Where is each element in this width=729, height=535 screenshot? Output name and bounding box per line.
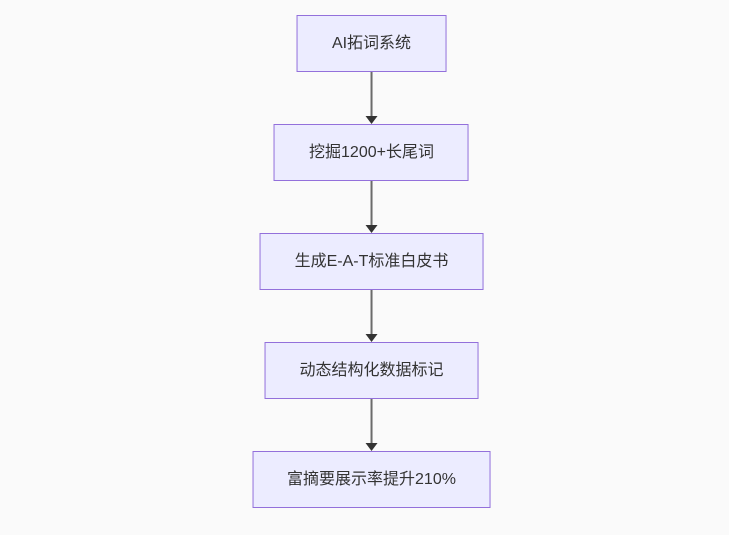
edge-line: [370, 72, 373, 117]
flow-node-step-5: 富摘要展示率提升210%: [252, 451, 491, 508]
flow-node-label: 动态结构化数据标记: [299, 361, 444, 379]
flow-edge-1-2: [365, 72, 378, 124]
flow-edge-2-3: [365, 181, 378, 233]
flow-node-label: 生成E-A-T标准白皮书: [294, 252, 449, 270]
flow-edge-4-5: [365, 399, 378, 451]
flow-node-step-3: 生成E-A-T标准白皮书: [259, 233, 484, 290]
flow-node-step-2: 挖掘1200+长尾词: [274, 124, 469, 181]
arrowhead-down-icon: [365, 225, 378, 233]
flowchart-column: AI拓词系统 挖掘1200+长尾词 生成E-A-T标准白皮书 动态结构化数据标记: [252, 15, 491, 508]
edge-line: [370, 181, 373, 226]
arrowhead-down-icon: [365, 116, 378, 124]
arrowhead-down-icon: [365, 443, 378, 451]
flow-node-label: 挖掘1200+长尾词: [309, 143, 434, 161]
edge-line: [370, 290, 373, 335]
flow-node-label: AI拓词系统: [331, 34, 412, 52]
edge-line: [370, 399, 373, 444]
flow-node-step-4: 动态结构化数据标记: [264, 342, 479, 399]
flow-node-label: 富摘要展示率提升210%: [287, 470, 456, 488]
arrowhead-down-icon: [365, 334, 378, 342]
flow-edge-3-4: [365, 290, 378, 342]
flow-node-step-1: AI拓词系统: [296, 15, 447, 72]
